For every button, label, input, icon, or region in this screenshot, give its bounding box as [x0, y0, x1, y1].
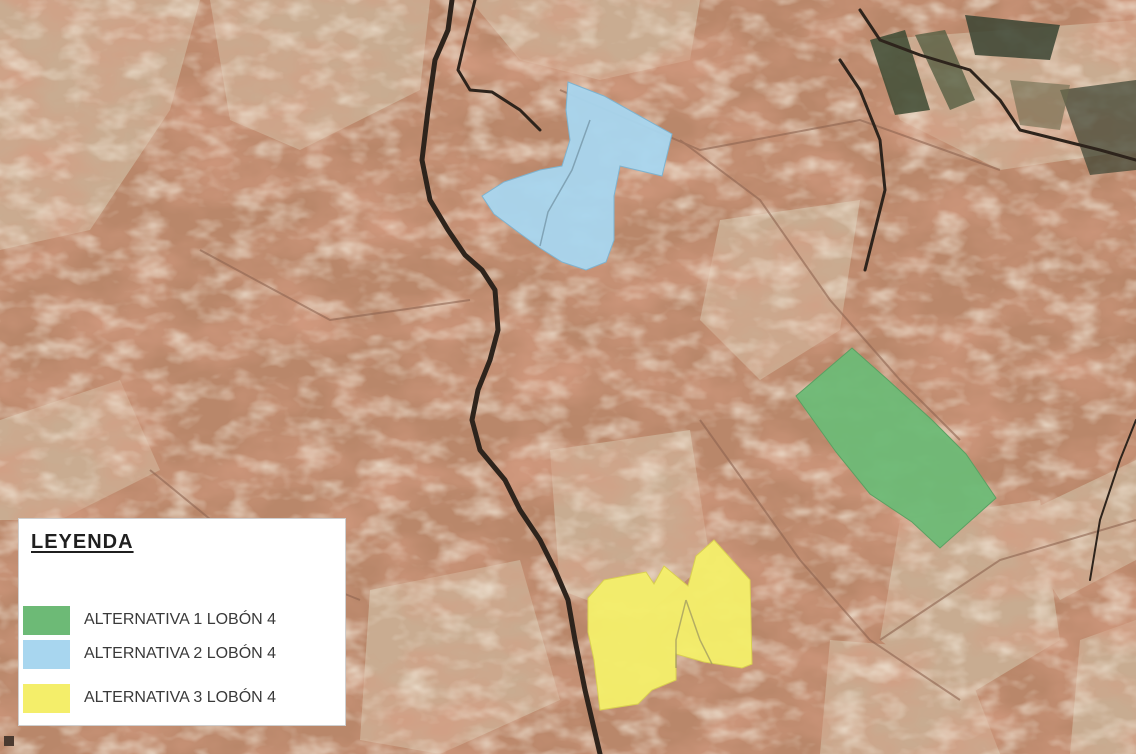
legend-swatch-yellow — [23, 683, 70, 713]
legend-label: ALTERNATIVA 3 LOBÓN 4 — [84, 689, 277, 706]
area-alternativa-3[interactable] — [587, 539, 753, 711]
legend-title: LEYENDA — [31, 531, 134, 553]
area-alternativa-3-tracks — [675, 599, 713, 668]
area-alternativa-2[interactable] — [481, 81, 673, 271]
legend-item-alternativa-2: ALTERNATIVA 2 LOBÓN 4 — [23, 639, 343, 669]
area-alternativa-1[interactable] — [795, 347, 997, 549]
legend-label: ALTERNATIVA 1 LOBÓN 4 — [84, 611, 277, 628]
legend-item-alternativa-3: ALTERNATIVA 3 LOBÓN 4 — [23, 683, 343, 713]
crop-strips — [870, 15, 1136, 175]
legend-label: ALTERNATIVA 2 LOBÓN 4 — [84, 645, 277, 662]
area-alternativa-2-divider — [539, 119, 591, 247]
map-legend: LEYENDA ALTERNATIVA 1 LOBÓN 4 ALTERNATIV… — [18, 518, 346, 726]
legend-swatch-green — [23, 605, 70, 635]
legend-item-alternativa-1: ALTERNATIVA 1 LOBÓN 4 — [23, 605, 343, 635]
river — [419, 0, 1136, 754]
legend-swatch-blue — [23, 639, 70, 669]
corner-mark — [4, 736, 14, 746]
